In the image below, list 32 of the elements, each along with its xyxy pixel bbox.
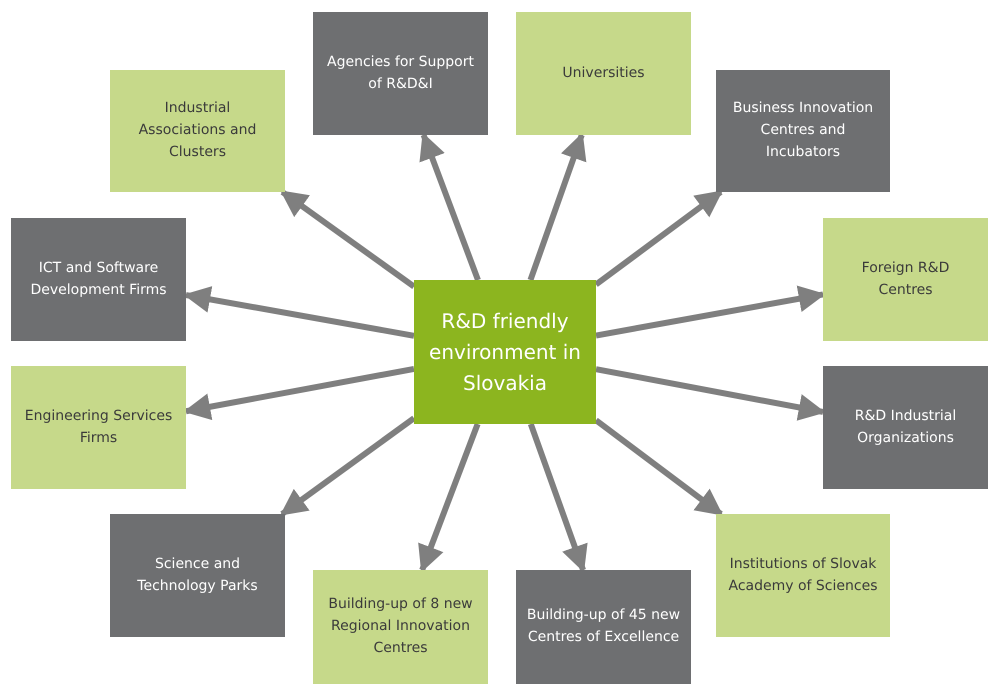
category-box	[716, 514, 890, 637]
box-label: Industrial Associations and Clusters	[138, 99, 258, 162]
arrow	[280, 416, 416, 516]
category-box	[823, 366, 988, 489]
box-label: R&D friendly environment in Slovakia	[428, 308, 582, 396]
box-label: ICT and Software Development Firms	[29, 258, 168, 300]
box-label: Business Innovation Centres and Incubators	[732, 99, 874, 162]
category-box	[716, 70, 890, 192]
category-box	[313, 12, 488, 135]
box-label: Engineering Services Firms	[24, 406, 174, 448]
box-label: R&D Industrial Organizations	[854, 406, 958, 448]
category-box	[823, 218, 988, 341]
box-label: Science and Technology Parks	[136, 554, 259, 596]
box-label: Institutions of Slovak Academy of Sciences	[728, 554, 878, 596]
arrow	[594, 190, 723, 287]
box-label: Building-up of 45 new Centres of Excellence	[526, 606, 681, 647]
arrow	[280, 190, 416, 290]
category-box	[110, 514, 285, 637]
category-box	[11, 218, 186, 341]
box-label: Foreign R&D Centres	[860, 258, 950, 300]
arrow	[594, 418, 724, 516]
box-label: Building-up of 8 new Regional Innovation Centres	[327, 595, 474, 658]
box-label: Agencies for Support of R&D&I	[326, 52, 475, 94]
arrow	[528, 422, 588, 573]
category-box	[516, 570, 691, 684]
category-box	[313, 570, 488, 684]
category-box	[516, 12, 691, 135]
arrow	[418, 422, 480, 573]
category-box	[110, 70, 285, 192]
box-label: Universities	[562, 64, 645, 83]
category-box	[11, 366, 186, 489]
central-box	[414, 280, 596, 424]
